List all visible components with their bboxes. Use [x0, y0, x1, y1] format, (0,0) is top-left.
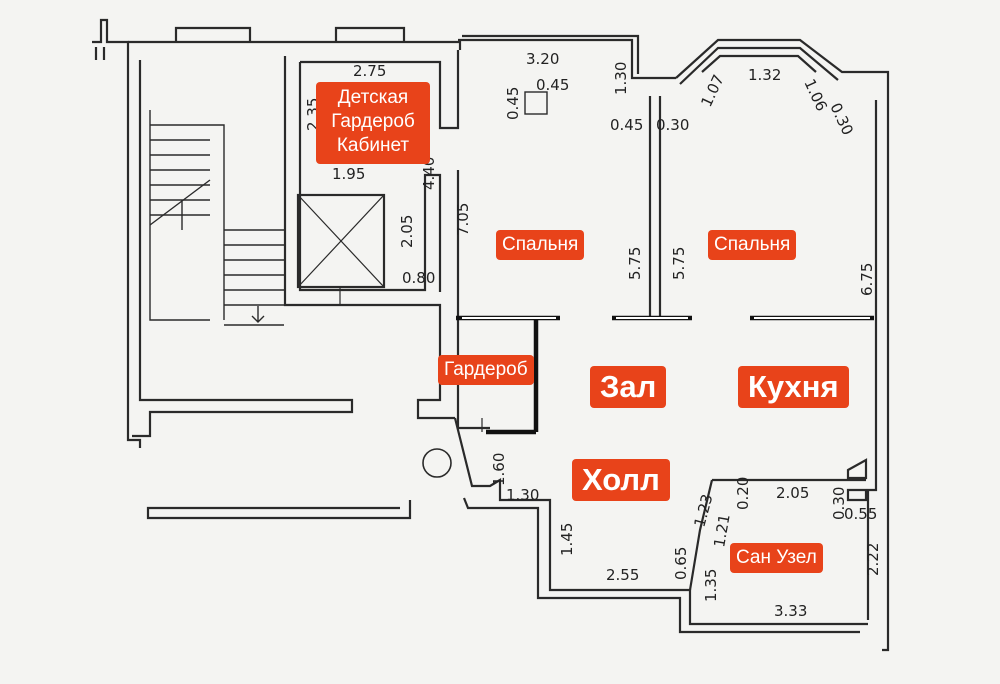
- outer-wall: [866, 100, 878, 620]
- room-label-bedroom-right: Спальня: [708, 230, 797, 260]
- wall-segment: [283, 56, 455, 420]
- dimension-label: 7.05: [454, 203, 472, 236]
- bathroom-wall: [688, 479, 714, 591]
- wall-segment: [92, 18, 142, 448]
- dimension-label: 0.30: [830, 487, 848, 520]
- room-label-wardrobe: Гардероб: [438, 355, 534, 385]
- dimension-label: 1.07: [697, 72, 727, 110]
- wall-segment: [298, 62, 442, 292]
- dimension-label: 0.55: [844, 505, 877, 523]
- room-label-bathroom: Сан Узел: [730, 543, 823, 573]
- wall-segment: [462, 497, 860, 634]
- dimension-label: 2.55: [606, 566, 639, 584]
- dimension-label: 5.75: [626, 247, 644, 280]
- dimension-label: 0.30: [656, 116, 689, 134]
- elevator-shaft: [296, 193, 386, 289]
- dimension-label: 1.30: [612, 62, 630, 95]
- dimension-label: 2.05: [776, 484, 809, 502]
- wall-segment: [300, 50, 460, 130]
- wall-segment: [146, 500, 412, 520]
- room-label-line: Кабинет: [336, 135, 410, 156]
- dimension-label: 0.30: [826, 100, 856, 138]
- dimension-label: 1.21: [710, 513, 734, 549]
- room-label-childroom: Детская Гардероб Кабинет: [316, 82, 430, 164]
- room-label-bedroom-left: Спальня: [496, 230, 585, 260]
- dimension-label: 1.30: [506, 486, 539, 504]
- dimension-label: 1.95: [332, 165, 365, 183]
- outer-wall: [462, 34, 640, 74]
- room-label-kitchen: Кухня: [738, 366, 849, 408]
- dimension-label: 1.06: [800, 76, 830, 114]
- dimension-label: 0.65: [672, 547, 690, 580]
- bathroom-wall: [846, 488, 868, 502]
- outer-wall: [701, 54, 817, 73]
- dimension-label: 1.32: [748, 66, 781, 84]
- dimension-label: 1.60: [490, 453, 508, 486]
- dimension-label: 3.20: [526, 50, 559, 68]
- staircase: [149, 110, 284, 326]
- bathroom-wall: [846, 458, 868, 480]
- dimension-label: 1.35: [702, 569, 720, 602]
- outer-wall: [679, 46, 839, 85]
- room-label-line: Детская: [337, 87, 409, 108]
- room-label-living-room: Зал: [590, 366, 667, 408]
- dimension-label: 1.23: [690, 492, 716, 529]
- wall-segment: [174, 26, 406, 42]
- outer-wall: [675, 38, 890, 652]
- dimension-label: 1.45: [558, 523, 576, 556]
- dimension-label: 0.45: [504, 87, 522, 120]
- stairwell-wall: [128, 40, 462, 50]
- wall-segment: [453, 417, 868, 626]
- dimension-label: 5.75: [670, 247, 688, 280]
- wall-segment: [94, 47, 106, 60]
- outer-wall: [458, 38, 676, 80]
- dimension-label: 0.80: [402, 269, 435, 287]
- dimension-label: 3.33: [774, 602, 807, 620]
- dimension-label: 2.22: [864, 543, 882, 576]
- dimension-label: 0.20: [734, 477, 752, 510]
- dimension-label: 4.40: [420, 157, 438, 190]
- room-label-hallway: Холл: [572, 459, 670, 501]
- dimension-label: 6.75: [858, 263, 876, 296]
- partition-wall: [648, 96, 662, 318]
- dimension-label: 0.45: [610, 116, 643, 134]
- column-circle: [422, 448, 452, 478]
- stairwell-wall: [132, 60, 354, 438]
- room-label-line: Гардероб: [331, 111, 415, 132]
- dimension-label: 2.75: [353, 62, 386, 80]
- dimension-label: 2.05: [398, 215, 416, 248]
- vent-square: [524, 91, 548, 115]
- dimension-label: 0.45: [536, 76, 569, 94]
